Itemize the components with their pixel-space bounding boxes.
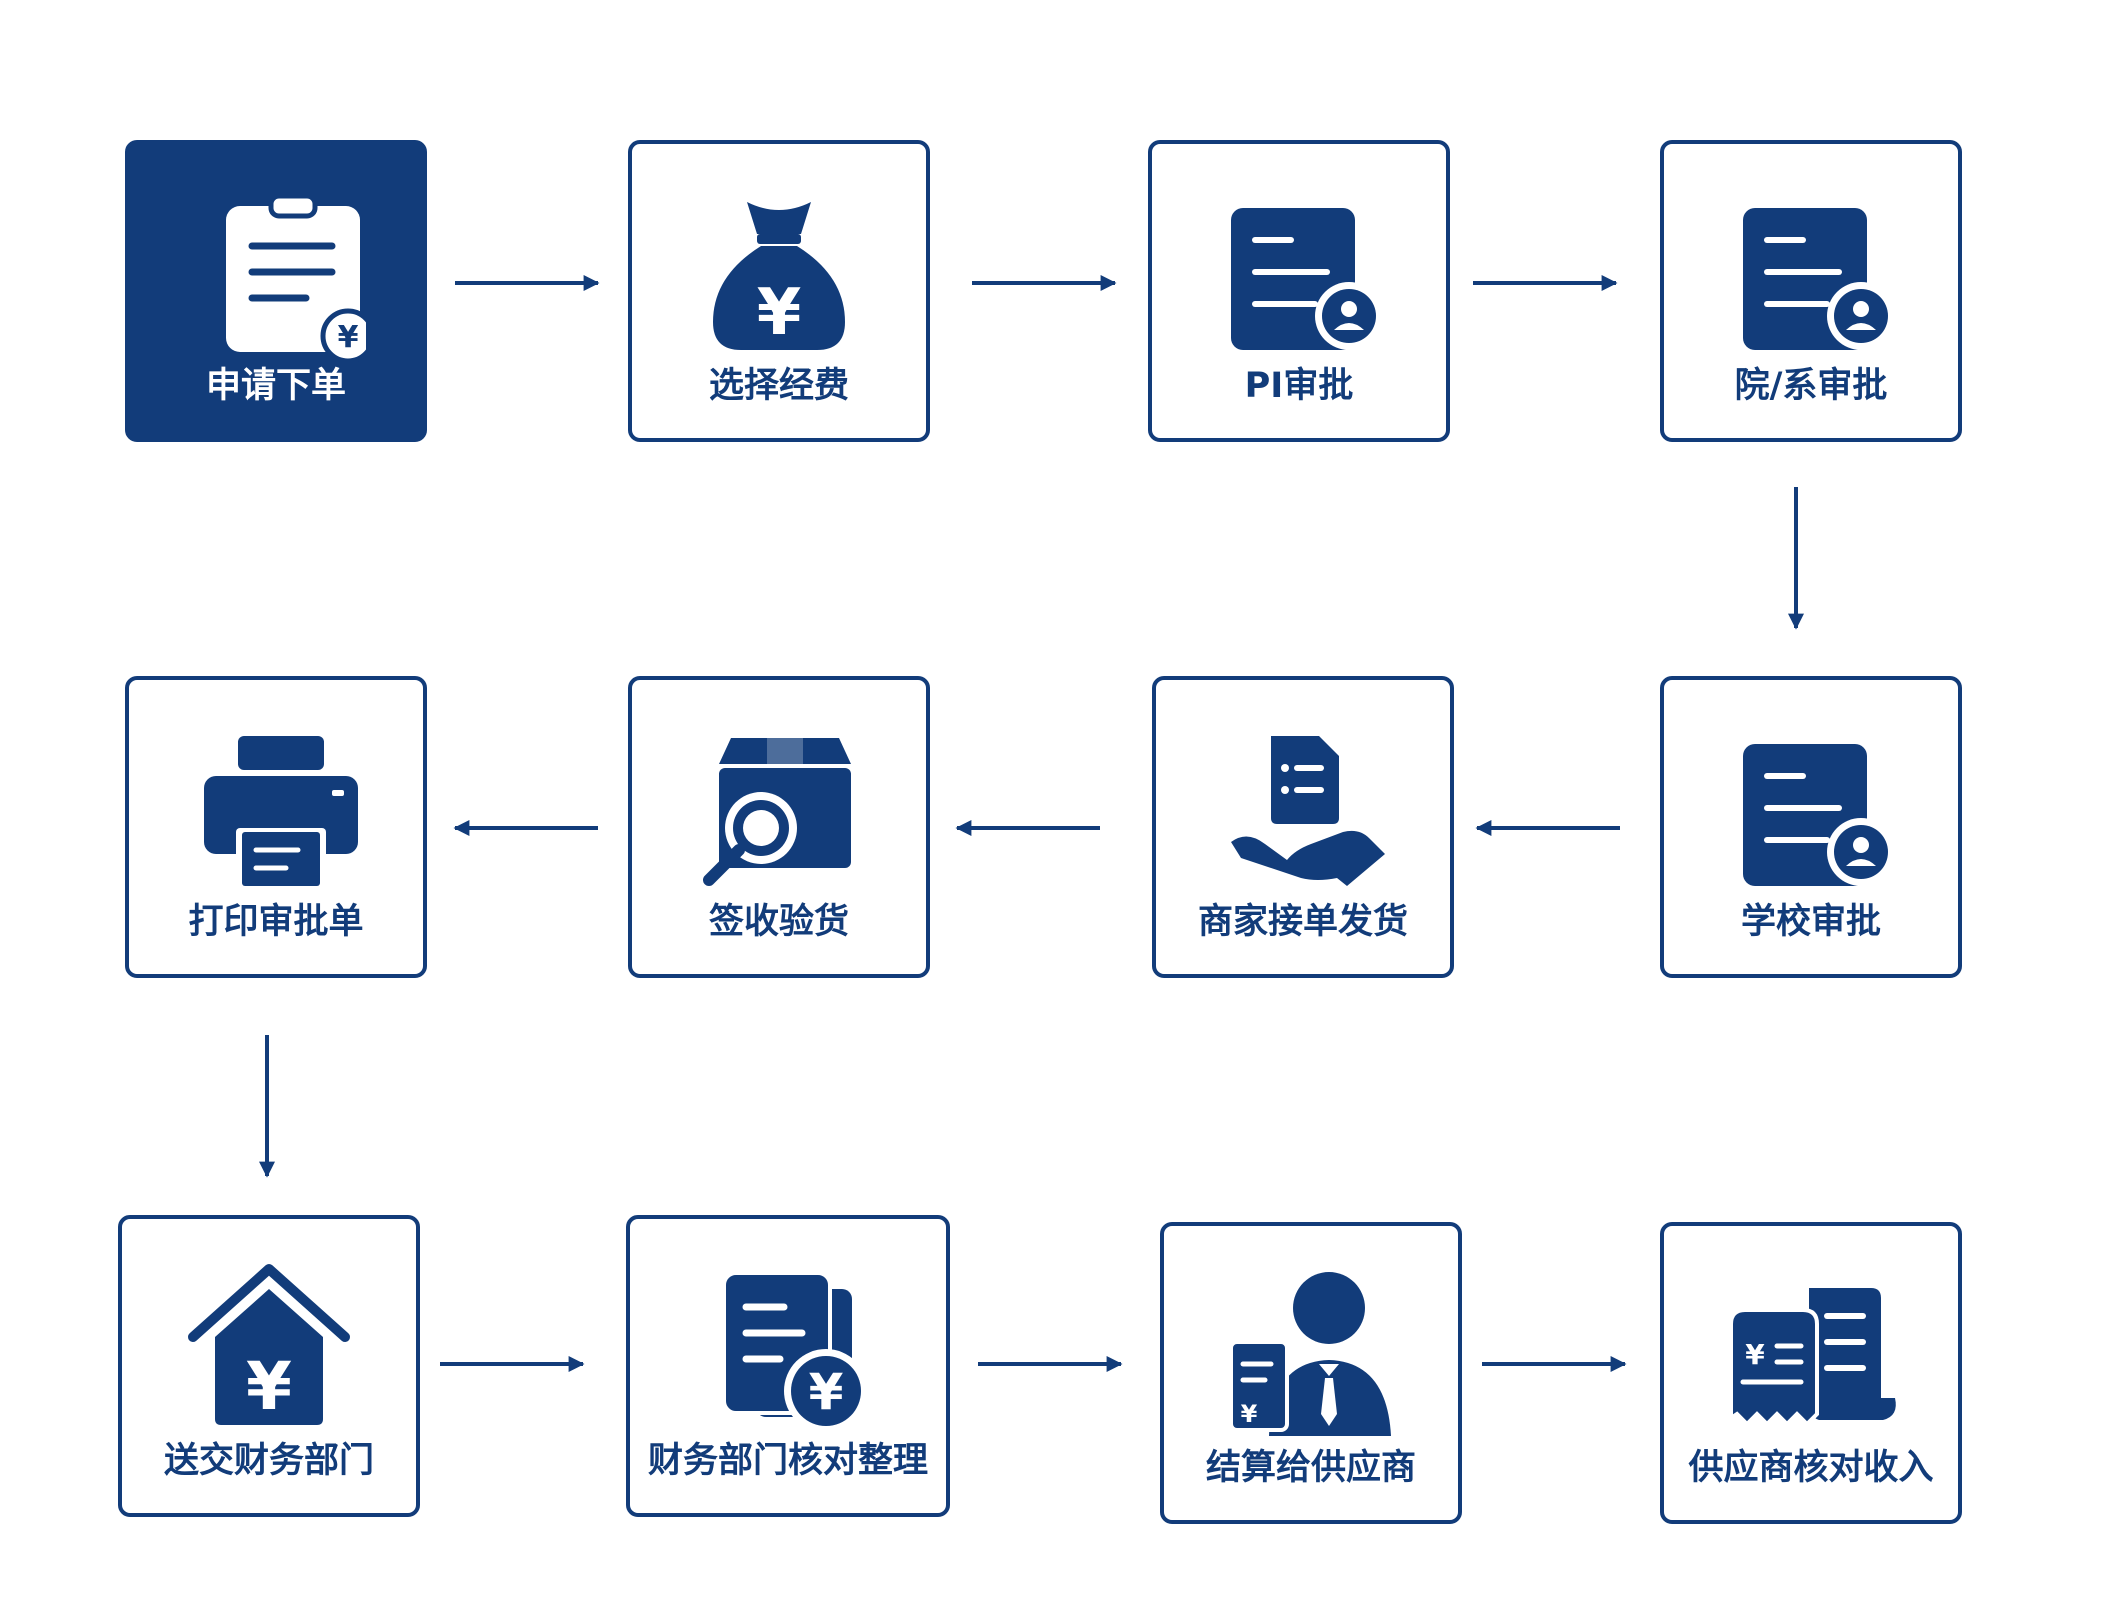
document-user-icon	[1721, 184, 1901, 364]
step-label: 申请下单	[205, 366, 346, 406]
step-receive-inspect[interactable]: 签收验货	[628, 676, 930, 978]
hand-document-icon	[1213, 720, 1393, 900]
step-print-approval-form[interactable]: 打印审批单	[125, 676, 427, 978]
step-label: 签收验货	[708, 902, 849, 942]
step-apply-order[interactable]: ¥ 申请下单	[125, 140, 427, 442]
svg-text:¥: ¥	[1745, 1338, 1765, 1371]
svg-text:¥: ¥	[246, 1348, 292, 1425]
person-bill-icon: ¥	[1221, 1266, 1401, 1446]
svg-text:¥: ¥	[809, 1363, 844, 1421]
step-label: 结算给供应商	[1205, 1448, 1416, 1488]
clipboard-yen-icon: ¥	[186, 184, 366, 364]
svg-text:¥: ¥	[338, 320, 359, 355]
step-supplier-verify-income[interactable]: ¥ 供应商核对收入	[1660, 1222, 1962, 1524]
documents-yen-icon: ¥	[698, 1259, 878, 1439]
step-label: 学校审批	[1740, 902, 1881, 942]
step-submit-finance[interactable]: ¥ 送交财务部门	[118, 1215, 420, 1517]
step-label: PI审批	[1244, 366, 1354, 406]
svg-text:¥: ¥	[757, 276, 802, 350]
money-bag-icon: ¥	[689, 184, 869, 364]
step-label: 送交财务部门	[163, 1441, 374, 1481]
receipt-scroll-icon: ¥	[1721, 1266, 1901, 1446]
step-label: 商家接单发货	[1197, 902, 1408, 942]
step-merchant-ship[interactable]: 商家接单发货	[1152, 676, 1454, 978]
step-settle-supplier[interactable]: ¥ 结算给供应商	[1160, 1222, 1462, 1524]
house-yen-icon: ¥	[179, 1259, 359, 1439]
printer-icon	[186, 720, 366, 900]
svg-text:¥: ¥	[1241, 1400, 1258, 1428]
document-user-icon	[1721, 720, 1901, 900]
step-school-approval[interactable]: 学校审批	[1660, 676, 1962, 978]
document-user-icon	[1209, 184, 1389, 364]
step-label: 供应商核对收入	[1688, 1448, 1934, 1488]
box-magnifier-icon	[689, 720, 869, 900]
step-label: 财务部门核对整理	[647, 1441, 928, 1481]
step-pi-approval[interactable]: PI审批	[1148, 140, 1450, 442]
step-label: 选择经费	[708, 366, 849, 406]
step-finance-verify[interactable]: ¥ 财务部门核对整理	[626, 1215, 950, 1517]
step-label: 打印审批单	[188, 902, 364, 942]
step-department-approval[interactable]: 院/系审批	[1660, 140, 1962, 442]
step-label: 院/系审批	[1734, 366, 1888, 406]
step-select-funds[interactable]: ¥ 选择经费	[628, 140, 930, 442]
